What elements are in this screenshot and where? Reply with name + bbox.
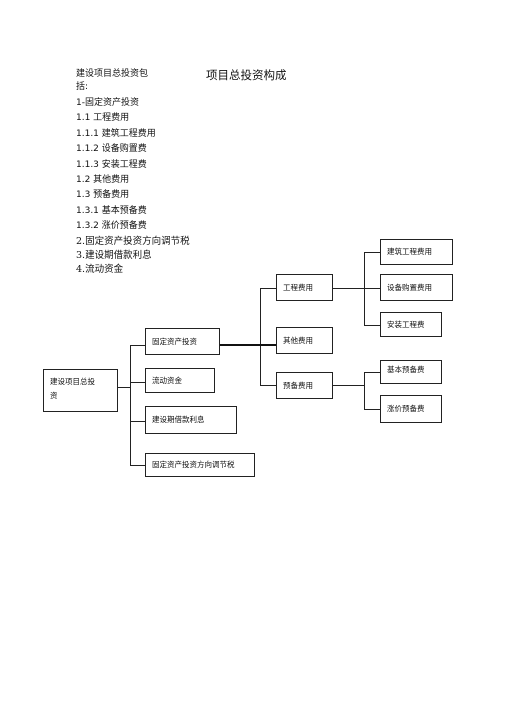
page-title: 项目总投资构成 [206,68,287,82]
node-label: 其他费用 [283,335,313,345]
intro-text: 建设项目总投资包 括: [76,68,148,94]
connector [364,325,380,326]
outline-item: 1.1.1 建筑工程费用 [76,128,156,139]
node-fixed-assets: 固定资产投资 [145,328,220,355]
node-root: 建设项目总投资 [43,369,118,412]
node-loan-interest: 建设期借款利息 [145,406,237,434]
outline-item: 1.3 预备费用 [76,190,130,201]
connector [364,372,380,373]
node-construction-cost: 建筑工程费用 [380,239,453,265]
node-installation-cost: 安装工程费 [380,312,442,337]
node-equipment-cost: 设备购置费用 [380,274,453,301]
connector [364,288,380,289]
connector [130,421,145,422]
outline-list-2: 2.固定资产投资方向调节税 3.建设期借款利息 4.流动资金 [76,235,190,277]
outline-item: 3.建设期借款利息 [76,250,152,261]
node-label: 设备购置费用 [387,282,432,292]
node-root-label: 建设项目总投资 [50,377,95,400]
outline-item: 4.流动资金 [76,264,124,275]
outline-item: 1.1 工程费用 [76,113,130,124]
connector [364,409,380,410]
connector [130,465,145,466]
connector [260,288,276,289]
connector [364,372,365,410]
intro-line-1: 建设项目总投资包 [76,69,149,79]
outline-list: 1-固定资产投资 1.1 工程费用 1.1.1 建筑工程费用 1.1.2 设备购… [76,96,156,235]
node-price-reserve: 涨价预备费 [380,395,442,423]
outline-item: 1.3.1 基本预备费 [76,205,147,216]
connector [333,288,364,289]
connector [333,385,364,386]
connector [260,385,276,386]
node-label: 安装工程费 [387,319,425,329]
node-label: 建设期借款利息 [152,415,205,424]
node-basic-reserve: 基本预备费 [380,360,442,384]
connector [364,252,380,253]
node-label: 固定资产投资方向调节税 [152,460,235,469]
outline-item: 1.1.2 设备购置费 [76,144,147,155]
node-other-cost: 其他费用 [276,327,333,354]
node-label: 工程费用 [283,282,313,292]
node-label: 预备费用 [283,380,313,390]
connector [220,344,260,346]
connector [260,344,276,346]
connector [130,382,145,383]
node-working-capital: 流动资金 [145,368,215,393]
node-label: 流动资金 [152,375,182,385]
intro-line-2: 括: [76,82,89,92]
outline-item: 1.1.3 安装工程费 [76,159,147,170]
node-engineering-cost: 工程费用 [276,274,333,301]
connector [130,345,145,346]
node-adjustment-tax: 固定资产投资方向调节税 [145,453,255,477]
node-label: 涨价预备费 [387,404,425,413]
outline-item: 1.3.2 涨价预备费 [76,221,147,232]
outline-item: 2.固定资产投资方向调节税 [76,236,190,247]
connector [118,387,130,388]
connector [130,345,131,465]
connector [260,288,261,386]
node-reserve-cost: 预备费用 [276,372,333,399]
node-label: 建筑工程费用 [387,247,432,256]
node-label: 基本预备费 [387,365,425,374]
node-label: 固定资产投资 [152,336,197,346]
outline-item: 1.2 其他费用 [76,175,130,186]
outline-item: 1-固定资产投资 [76,98,139,108]
